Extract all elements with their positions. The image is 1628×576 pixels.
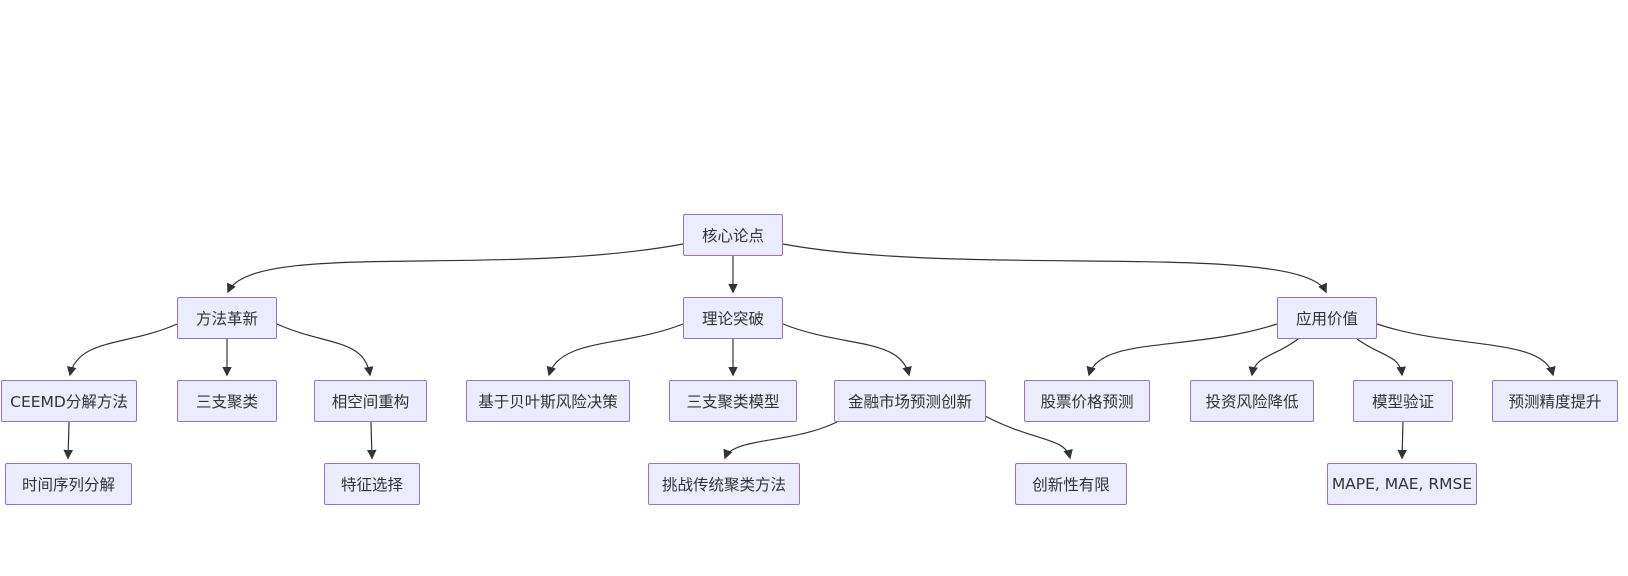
node-stock-price-prediction: 股票价格预测 <box>1024 380 1150 422</box>
node-core-thesis: 核心论点 <box>683 214 783 256</box>
node-time-series-decomposition: 时间序列分解 <box>5 463 132 505</box>
edge-method-innovation-to-phase-space-reconstruction <box>276 323 374 377</box>
node-forecast-precision-improvement: 预测精度提升 <box>1492 380 1618 422</box>
node-ceemd-decomposition: CEEMD分解方法 <box>1 380 137 422</box>
edge-application-value-to-model-validation <box>1356 338 1406 377</box>
edge-method-innovation-to-ceemd-decomposition <box>67 323 178 377</box>
node-three-way-clustering-model: 三支聚类模型 <box>669 380 797 422</box>
edge-phase-space-reconstruction-to-feature-selection <box>366 421 377 460</box>
edge-ceemd-decomposition-to-time-series-decomposition <box>63 421 74 460</box>
node-bayesian-risk-decision: 基于贝叶斯风险决策 <box>466 380 630 422</box>
node-phase-space-reconstruction: 相空间重构 <box>314 380 427 422</box>
node-method-innovation: 方法革新 <box>177 297 277 339</box>
edge-model-validation-to-mape-mae-rmse <box>1397 421 1408 460</box>
node-challenge-traditional-clustering: 挑战传统聚类方法 <box>648 463 800 505</box>
edge-core-thesis-to-method-innovation <box>227 243 684 294</box>
node-mape-mae-rmse: MAPE, MAE, RMSE <box>1327 463 1477 505</box>
node-limited-innovation: 创新性有限 <box>1015 463 1127 505</box>
edge-financial-market-forecast-innovation-to-limited-innovation <box>984 415 1073 460</box>
node-investment-risk-reduction: 投资风险降低 <box>1190 380 1314 422</box>
node-feature-selection: 特征选择 <box>324 463 420 505</box>
edge-application-value-to-stock-price-prediction <box>1086 323 1278 377</box>
edge-financial-market-forecast-innovation-to-challenge-traditional-clustering <box>723 421 838 460</box>
node-theoretical-breakthrough: 理论突破 <box>683 297 783 339</box>
node-three-way-clustering: 三支聚类 <box>177 380 277 422</box>
node-application-value: 应用价值 <box>1277 297 1377 339</box>
edge-core-thesis-to-application-value <box>782 243 1327 294</box>
edge-application-value-to-forecast-precision-improvement <box>1376 323 1556 377</box>
edge-theoretical-breakthrough-to-bayesian-risk-decision <box>546 323 684 377</box>
node-financial-market-forecast-innovation: 金融市场预测创新 <box>834 380 986 422</box>
edge-theoretical-breakthrough-to-financial-market-forecast-innovation <box>782 323 912 377</box>
node-model-validation: 模型验证 <box>1353 380 1453 422</box>
edge-application-value-to-investment-risk-reduction <box>1248 338 1299 377</box>
